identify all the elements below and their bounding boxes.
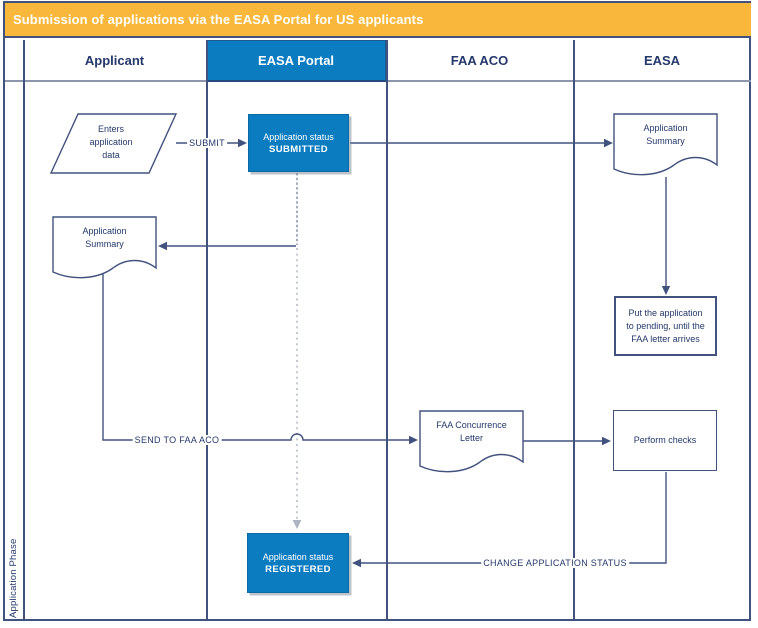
lane-header-faa-aco: FAA ACO bbox=[386, 40, 573, 80]
faa-letter-label: FAA Concurrence Letter bbox=[436, 420, 507, 443]
diagram-title: Submission of applications via the EASA … bbox=[13, 12, 424, 27]
lane-header-easa-portal: EASA Portal bbox=[206, 40, 386, 82]
lane-label-faa-aco: FAA ACO bbox=[450, 52, 509, 68]
send-to-faa-connector-label: SEND TO FAA ACO bbox=[132, 435, 222, 445]
lane-header-applicant: Applicant bbox=[23, 40, 206, 80]
pending-node: Put the application to pending, until th… bbox=[614, 296, 717, 356]
lane-divider-portal-faa bbox=[386, 40, 388, 619]
lane-divider-applicant-portal bbox=[206, 40, 208, 619]
status-registered-node: Application status REGISTERED bbox=[247, 533, 349, 593]
diagram-frame bbox=[3, 1, 751, 621]
change-status-connector-label: CHANGE APPLICATION STATUS bbox=[481, 558, 629, 568]
enters-data-label: Enters application data bbox=[89, 124, 133, 160]
submit-connector-label: SUBMIT bbox=[187, 138, 227, 148]
lane-label-applicant: Applicant bbox=[84, 52, 145, 68]
lane-header-row: Applicant EASA Portal FAA ACO EASA bbox=[5, 40, 751, 82]
applicant-summary-label: Application Summary bbox=[82, 226, 127, 249]
phase-column-divider bbox=[23, 40, 25, 619]
perform-checks-node: Perform checks bbox=[613, 410, 717, 471]
status-submitted-line2: SUBMITTED bbox=[268, 143, 328, 155]
status-registered-line1: Application status bbox=[262, 551, 334, 562]
lane-divider-faa-easa bbox=[573, 40, 575, 619]
diagram-title-bar: Submission of applications via the EASA … bbox=[5, 3, 751, 38]
status-submitted-line1: Application status bbox=[263, 131, 334, 142]
lane-header-easa: EASA bbox=[573, 40, 751, 80]
lane-label-easa: EASA bbox=[643, 52, 681, 68]
status-registered-line2: REGISTERED bbox=[265, 563, 331, 575]
lane-label-easa-portal: EASA Portal bbox=[257, 53, 335, 68]
status-submitted-node: Application status SUBMITTED bbox=[248, 114, 349, 172]
phase-label: Application Phase bbox=[8, 538, 19, 618]
easa-summary-label: Application Summary bbox=[643, 123, 688, 146]
